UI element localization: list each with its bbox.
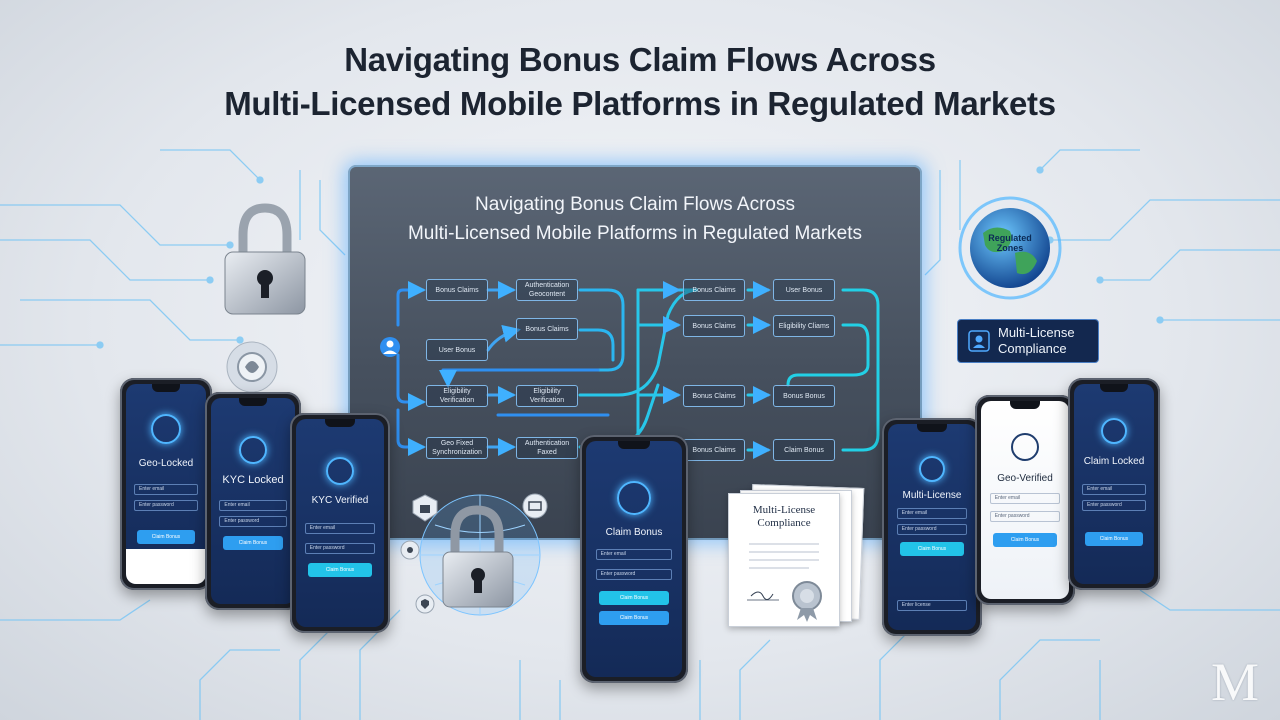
shield-small-icon	[415, 594, 435, 614]
badge-line1: Multi-License	[998, 325, 1075, 340]
lock-small-icon	[412, 494, 438, 522]
claim-bonus-button[interactable]: Claim Bonus	[993, 533, 1057, 547]
phone-notch	[917, 424, 947, 432]
globe-icon	[958, 196, 1062, 300]
phone-multi-license: Multi-License Enter email Enter password…	[882, 418, 982, 636]
flow-node: Geo Fixed Synchronization	[426, 437, 488, 459]
email-field[interactable]: Enter email	[989, 493, 1061, 504]
card-small-icon	[522, 493, 548, 519]
phone-title: KYC Verified	[311, 495, 369, 506]
flow-node: Eligibility Verification	[516, 385, 578, 407]
phone-notch	[238, 398, 268, 406]
globe-padlock-icon	[419, 494, 541, 616]
flow-arrows	[380, 281, 880, 467]
email-field[interactable]: Enter email	[896, 508, 968, 519]
email-field[interactable]: Enter email	[134, 484, 198, 495]
page-title-line1: Navigating Bonus Claim Flows Across	[344, 41, 936, 78]
phone-title: Claim Bonus	[605, 527, 663, 538]
certificate: Multi-License Compliance	[728, 493, 840, 627]
phone-title: Multi-License	[902, 490, 962, 501]
flow-node: Bonus Claims	[683, 279, 745, 301]
screen-title-line2: Multi-Licensed Mobile Platforms in Regul…	[407, 223, 863, 244]
claim-bonus-button[interactable]: Claim Bonus	[137, 530, 195, 544]
phone-footer	[126, 549, 206, 584]
lock-icon	[151, 414, 181, 444]
badge-text: Multi-License Compliance	[998, 325, 1075, 357]
email-field[interactable]: Enter email	[304, 523, 376, 534]
flow-node: Eligibility Cliams	[773, 315, 835, 337]
claim-bonus-button[interactable]: Claim Bonus	[599, 591, 669, 605]
padlock-icon	[224, 203, 306, 315]
certificate-title: Multi-License Compliance	[729, 504, 839, 530]
gear-small-icon	[400, 540, 420, 560]
flow-node: Bonus Claims	[683, 385, 745, 407]
phone-title: Geo-Locked	[138, 458, 194, 469]
flow-node: User Bonus	[773, 279, 835, 301]
page-title: Navigating Bonus Claim Flows Across Mult…	[0, 38, 1280, 126]
screen-title: Navigating Bonus Claim Flows Across Mult…	[348, 190, 922, 248]
flow-node: Bonus Claims	[426, 279, 488, 301]
phone-title: Geo-Verified	[997, 473, 1053, 484]
phone-notch	[1010, 401, 1040, 409]
email-field[interactable]: Enter email	[595, 549, 673, 560]
phone-notch	[152, 384, 180, 392]
password-field[interactable]: Enter password	[219, 516, 287, 527]
password-field[interactable]: Enter password	[304, 543, 376, 554]
claim-bonus-button[interactable]: Claim Bonus	[1085, 532, 1143, 546]
flow-node: Claim Bonus	[773, 439, 835, 461]
shield-icon	[919, 456, 945, 482]
claim-bonus-button[interactable]: Claim Bonus	[900, 542, 964, 556]
phone-title: KYC Locked	[222, 474, 284, 486]
flow-node: Bonus Bonus	[773, 385, 835, 407]
flow-node: User Bonus	[426, 339, 488, 361]
screen-title-line1: Navigating Bonus Claim Flows Across	[475, 194, 795, 215]
flow-node: Eligibility Verification	[426, 385, 488, 407]
email-field[interactable]: Enter email	[1082, 484, 1146, 495]
phone-claim-locked: Claim Locked Enter email Enter password …	[1068, 378, 1160, 590]
user-shield-icon	[968, 330, 990, 352]
certificate-line2: Compliance	[757, 517, 811, 529]
watermark-logo: M	[1210, 652, 1259, 712]
phone-kyc-locked: KYC Locked Enter email Enter password Cl…	[205, 392, 301, 610]
page-title-line2: Multi-Licensed Mobile Platforms in Regul…	[224, 85, 1056, 122]
license-field[interactable]: Enter license	[896, 600, 968, 611]
email-field[interactable]: Enter email	[219, 500, 287, 511]
phone-notch	[325, 419, 355, 427]
password-field[interactable]: Enter password	[989, 511, 1061, 522]
lock-icon	[1101, 418, 1127, 444]
flow-node: Authentication Faxed	[516, 437, 578, 459]
phone-title: Claim Locked	[1083, 456, 1145, 467]
phone-notch	[617, 441, 651, 449]
phone-geo-verified: Geo-Verified Enter email Enter password …	[975, 395, 1075, 605]
card-icon	[617, 481, 651, 515]
certificate-line1: Multi-License	[752, 504, 816, 516]
globe-label: Regulated Zones	[988, 233, 1032, 253]
password-field[interactable]: Enter password	[1082, 500, 1146, 511]
phone-geo-locked: Geo-Locked Enter email Enter password Cl…	[120, 378, 212, 590]
badge-line2: Compliance	[998, 341, 1067, 356]
regulated-globe: Regulated Zones	[955, 193, 1065, 303]
compliance-badge: Multi-License Compliance	[957, 319, 1099, 363]
shield-hub-icon	[226, 341, 278, 393]
phone-kyc-verified: KYC Verified Enter email Enter password …	[290, 413, 390, 633]
shield-icon	[239, 436, 267, 464]
password-field[interactable]: Enter password	[595, 569, 673, 580]
flow-node: Bonus Claims	[516, 318, 578, 340]
flow-node: Bonus Claims	[683, 315, 745, 337]
phone-claim-bonus: Claim Bonus Enter email Enter password C…	[580, 435, 688, 683]
password-field[interactable]: Enter password	[134, 500, 198, 511]
certificate-seal-icon	[747, 543, 822, 622]
flow-node: Authentication Geocontent	[516, 279, 578, 301]
flow-node: Bonus Claims	[683, 439, 745, 461]
password-field[interactable]: Enter password	[896, 524, 968, 535]
claim-bonus-button[interactable]: Claim Bonus	[222, 536, 284, 550]
shield-check-icon	[326, 457, 354, 485]
claim-bonus-button[interactable]: Claim Bonus	[308, 563, 372, 577]
phone-notch	[1100, 384, 1128, 392]
check-icon	[1011, 433, 1039, 461]
claim-bonus-button-secondary[interactable]: Claim Bonus	[599, 611, 669, 625]
